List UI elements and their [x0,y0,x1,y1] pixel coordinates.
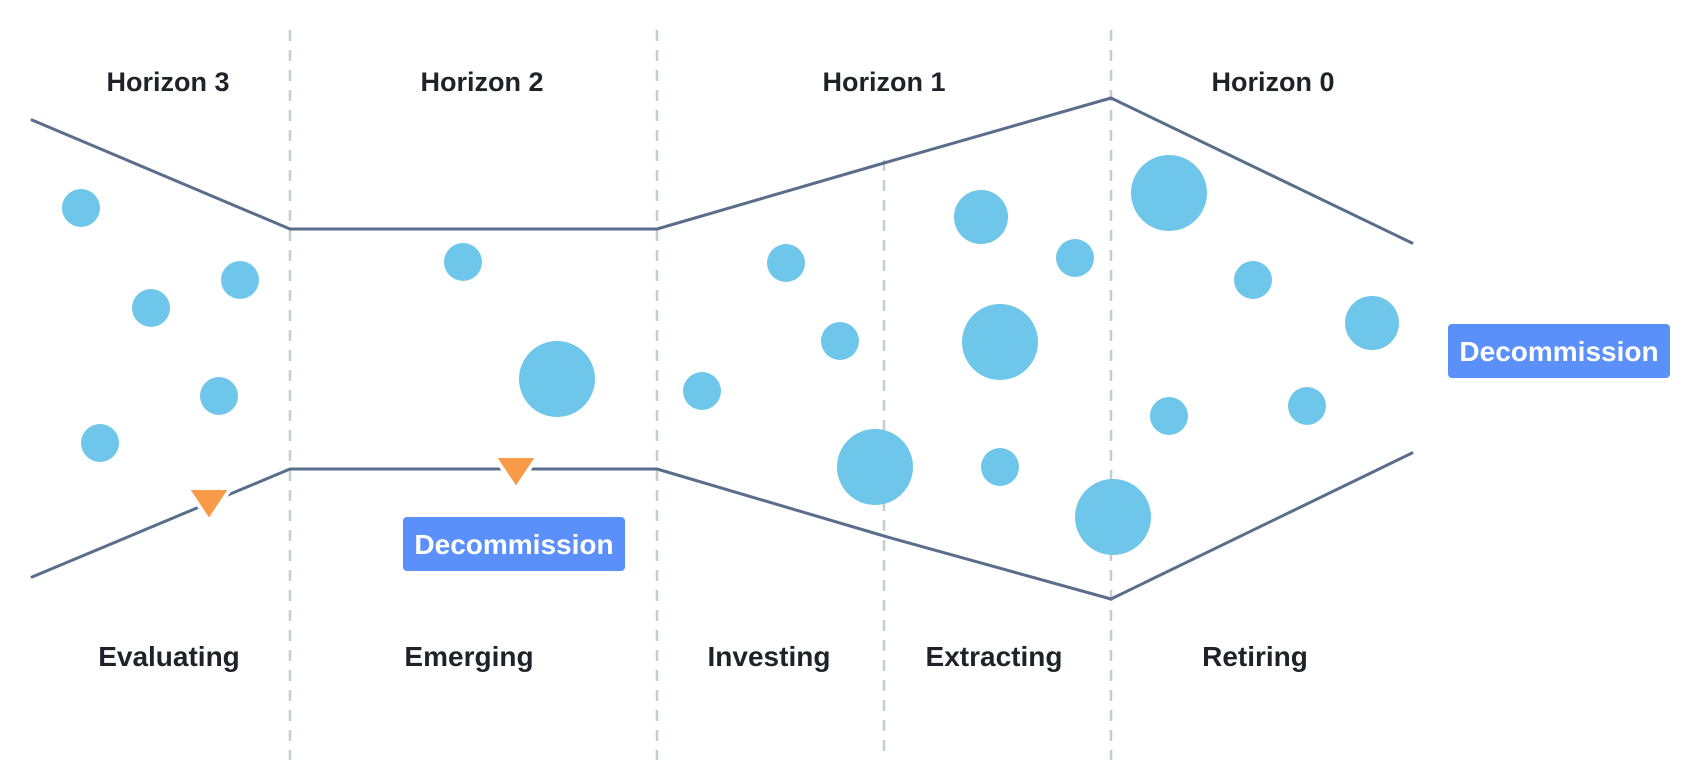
circle-icon [132,289,170,327]
decommission-badge: Decommission [403,517,625,571]
triangle-down-icon [185,486,233,523]
horizon-headings: Horizon 3 Horizon 2 Horizon 1 Horizon 0 [106,67,1334,97]
funnel-boundaries [30,96,1414,601]
circle-icon [1345,296,1399,350]
horizon-heading: Horizon 3 [106,67,229,97]
triangle-down-icon [492,454,540,491]
stage-labels: Evaluating Emerging Investing Extracting… [98,641,1308,672]
circle-icon [200,377,238,415]
bubbles [62,155,1399,555]
circle-icon [837,429,913,505]
stage-label: Extracting [926,641,1063,672]
stage-label: Investing [708,641,831,672]
lower-boundary-line [30,451,1414,601]
badge-label: Decommission [414,529,613,560]
horizon-heading: Horizon 1 [822,67,945,97]
circle-icon [683,372,721,410]
circle-icon [221,261,259,299]
circle-icon [821,322,859,360]
stage-label: Retiring [1202,641,1308,672]
upper-boundary-line [30,96,1414,245]
circle-icon [519,341,595,417]
circle-icon [981,448,1019,486]
circle-icon [1150,397,1188,435]
badge-background [1448,324,1670,378]
circle-icon [962,304,1038,380]
horizon-heading: Horizon 2 [420,67,543,97]
circle-icon [62,189,100,227]
circle-icon [444,243,482,281]
circle-icon [1131,155,1207,231]
circle-icon [1288,387,1326,425]
circle-icon [81,424,119,462]
stage-label: Evaluating [98,641,240,672]
circle-icon [767,244,805,282]
circle-icon [954,190,1008,244]
badge-label: Decommission [1459,336,1658,367]
circle-icon [1234,261,1272,299]
stage-label: Emerging [404,641,533,672]
horizon-heading: Horizon 0 [1211,67,1334,97]
markers [185,454,540,523]
circle-icon [1056,239,1094,277]
decommission-badge: Decommission [1448,324,1670,378]
circle-icon [1075,479,1151,555]
badge-background [403,517,625,571]
